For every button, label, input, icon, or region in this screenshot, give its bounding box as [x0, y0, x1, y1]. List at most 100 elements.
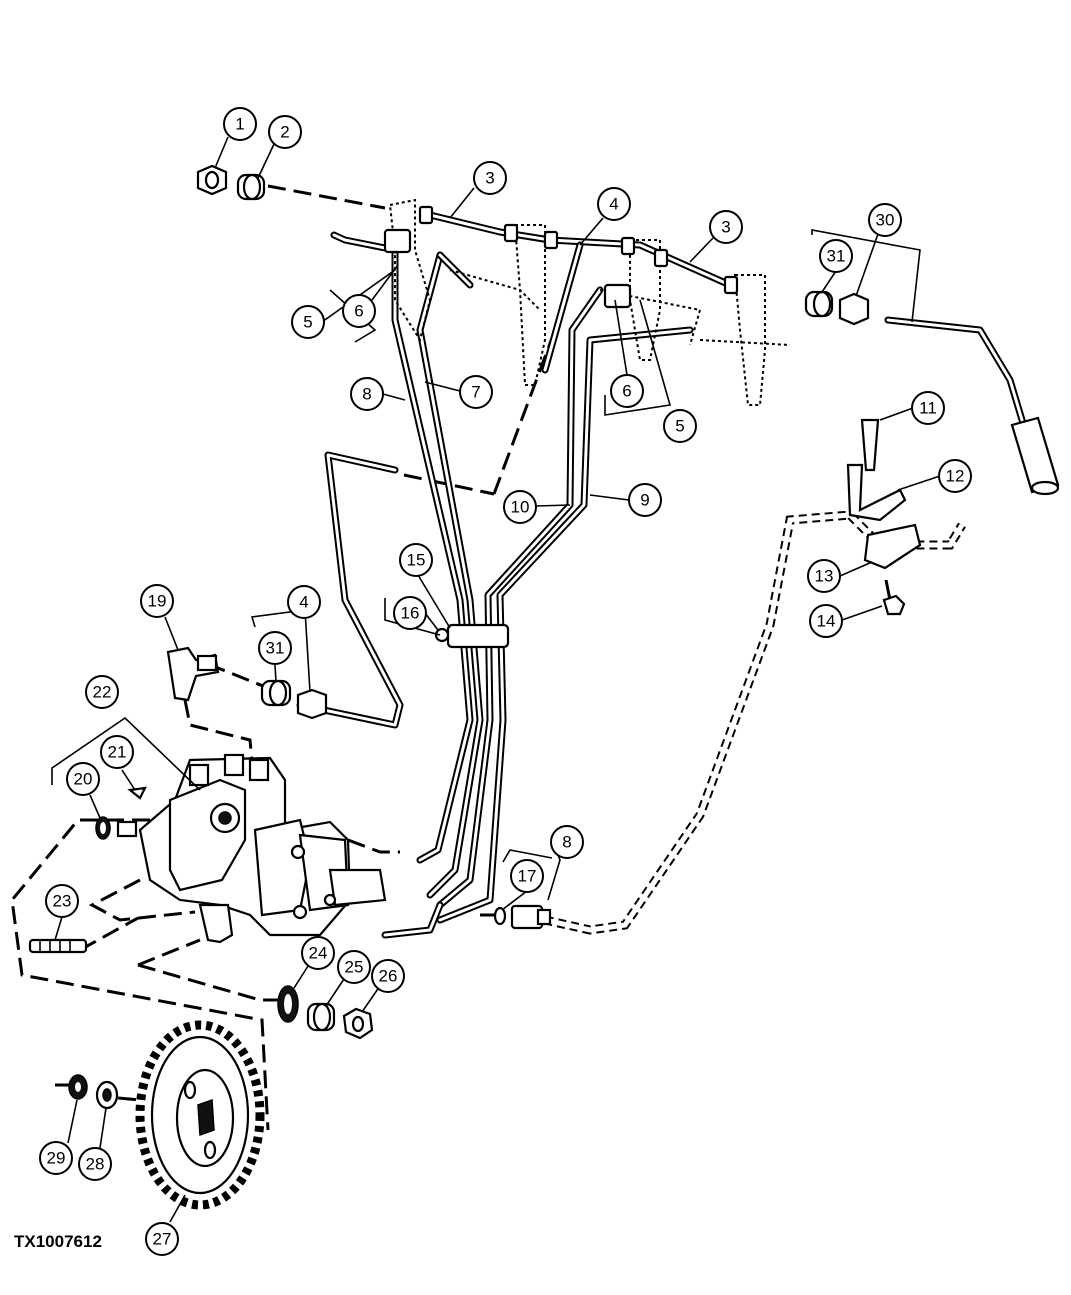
svg-text:31: 31 [266, 639, 285, 658]
callout-1: 1 [223, 107, 257, 141]
svg-text:3: 3 [721, 218, 730, 237]
svg-text:13: 13 [815, 567, 834, 586]
svg-text:6: 6 [354, 302, 363, 321]
svg-text:8: 8 [362, 385, 371, 404]
svg-text:31: 31 [827, 247, 846, 266]
washer-2 [236, 173, 266, 201]
callout-23: 23 [45, 884, 79, 918]
svg-text:6: 6 [622, 382, 631, 401]
svg-text:21: 21 [108, 743, 127, 762]
callout-22: 22 [85, 675, 119, 709]
callout-5b: 5 [663, 409, 697, 443]
callout-3: 3 [473, 161, 507, 195]
svg-text:15: 15 [407, 551, 426, 570]
callout-13: 13 [807, 559, 841, 593]
nut-29 [68, 1074, 88, 1100]
shaft [116, 820, 138, 838]
bracket-assembly [846, 418, 922, 616]
callout-6: 6 [342, 294, 376, 328]
rail-fittings [383, 205, 739, 309]
callout-31: 31 [819, 239, 853, 273]
assembly-dash-lines [10, 184, 892, 1131]
return-hose-end [1010, 416, 1060, 496]
washer-31-top [804, 290, 834, 318]
svg-text:8: 8 [562, 833, 571, 852]
shaft-key-21 [127, 786, 147, 800]
svg-text:2: 2 [280, 123, 289, 142]
callout-3b: 3 [709, 210, 743, 244]
callout-8b: 8 [550, 825, 584, 859]
callout-17: 17 [510, 859, 544, 893]
callout-2: 2 [268, 115, 302, 149]
svg-text:5: 5 [303, 313, 312, 332]
callout-29: 29 [39, 1141, 73, 1175]
sender-wire [544, 510, 966, 935]
callout-19: 19 [140, 584, 174, 618]
callout-4: 4 [597, 187, 631, 221]
svg-text:14: 14 [817, 612, 836, 631]
seal-20 [95, 816, 111, 840]
callout-4b: 4 [287, 585, 321, 619]
svg-text:11: 11 [919, 399, 937, 418]
injection-pump [138, 753, 387, 944]
callout-25: 25 [337, 950, 371, 984]
figure-id: TX1007612 [14, 1232, 102, 1251]
svg-text:25: 25 [345, 958, 364, 977]
callout-24: 24 [301, 936, 335, 970]
svg-text:28: 28 [86, 1155, 105, 1174]
callout-5: 5 [291, 305, 325, 339]
svg-text:12: 12 [946, 467, 965, 486]
sensor-19 [166, 646, 220, 702]
callout-30: 30 [868, 203, 902, 237]
pump-gear-27 [135, 1020, 265, 1210]
svg-text:4: 4 [609, 195, 618, 214]
svg-text:24: 24 [309, 944, 328, 963]
callout-28: 28 [78, 1147, 112, 1181]
callout-6b: 6 [610, 374, 644, 408]
sender-8 [510, 904, 552, 930]
nut-26 [342, 1007, 374, 1040]
svg-text:26: 26 [379, 967, 398, 986]
stud-23 [28, 938, 88, 954]
injectors [388, 198, 791, 406]
svg-text:5: 5 [675, 417, 684, 436]
callout-16: 16 [393, 596, 427, 630]
injection-lines [296, 211, 1029, 939]
o-ring-17 [493, 906, 507, 926]
callout-14: 14 [809, 604, 843, 638]
svg-text:29: 29 [47, 1149, 66, 1168]
washer-31-lower [260, 679, 292, 707]
leader-lines [51, 136, 941, 1223]
callout-9: 9 [628, 483, 662, 517]
svg-text:1: 1 [235, 115, 244, 134]
callout-26: 26 [371, 959, 405, 993]
svg-text:16: 16 [401, 604, 420, 623]
fitting-4-lower [296, 688, 328, 720]
callout-10: 10 [503, 490, 537, 524]
svg-text:17: 17 [518, 867, 537, 886]
svg-text:20: 20 [74, 770, 93, 789]
svg-text:23: 23 [53, 892, 72, 911]
callout-31b: 31 [258, 631, 292, 665]
callout-27: 27 [145, 1222, 179, 1256]
callout-15: 15 [399, 543, 433, 577]
svg-text:30: 30 [876, 211, 895, 230]
svg-text:19: 19 [148, 592, 167, 611]
callout-21: 21 [100, 735, 134, 769]
washer-25 [306, 1002, 336, 1032]
svg-text:10: 10 [511, 498, 530, 517]
callout-12: 12 [938, 459, 972, 493]
seal-24 [277, 985, 299, 1023]
svg-text:3: 3 [485, 169, 494, 188]
callout-7: 7 [459, 375, 493, 409]
nut-30 [838, 292, 870, 326]
pipe-clamp [434, 623, 510, 649]
svg-text:7: 7 [471, 383, 480, 402]
washer-28 [95, 1080, 119, 1110]
nut-1 [196, 164, 228, 196]
svg-text:9: 9 [640, 491, 649, 510]
svg-text:22: 22 [93, 683, 112, 702]
callout-8: 8 [350, 377, 384, 411]
callout-11: 11 [911, 391, 945, 425]
svg-text:4: 4 [299, 593, 308, 612]
